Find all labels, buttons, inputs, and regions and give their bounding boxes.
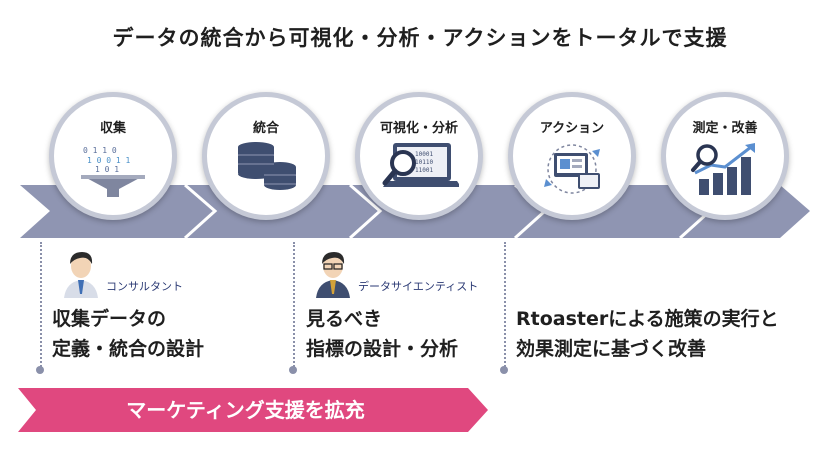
connector-end — [289, 366, 297, 374]
description-line: 定義・統合の設計 — [52, 338, 205, 360]
description-line: 収集データの — [52, 308, 167, 330]
step-label: 可視化・分析 — [379, 121, 458, 136]
description-line: Rtoasterによる施策の実行と — [516, 308, 779, 330]
dotted-connector — [504, 242, 506, 370]
description-line: 指標の設計・分析 — [306, 338, 459, 360]
role-label-data-scientist: データサイエンティスト — [358, 280, 479, 293]
role-label-consultant: コンサルタント — [106, 280, 183, 293]
page-title: データの統合から可視化・分析・アクションをトータルで支援 — [112, 26, 728, 50]
growth-chart-icon — [691, 143, 755, 195]
svg-text:11001: 11001 — [415, 167, 433, 174]
data-scientist-description: 見るべき 指標の設計・分析 — [306, 304, 458, 364]
rtoaster-description: Rtoasterによる施策の実行と 効果測定に基づく改善 — [516, 304, 779, 364]
svg-text:1 0 0 1 1: 1 0 0 1 1 — [87, 156, 131, 165]
step-visualize-analyze: 可視化・分析 10001 10110 11001 — [355, 92, 483, 220]
marketing-banner — [18, 388, 488, 432]
step-integrate: 統合 — [202, 92, 330, 220]
action-screens-icon — [544, 144, 600, 194]
description-line: 見るべき — [306, 308, 383, 330]
step-label: 収集 — [99, 121, 126, 136]
svg-text:10001: 10001 — [415, 151, 433, 158]
consultant-avatar — [64, 252, 98, 298]
consultant-description: 収集データの 定義・統合の設計 — [52, 304, 204, 364]
svg-text:1 0 1: 1 0 1 — [95, 165, 119, 174]
svg-text:0 1 1 0: 0 1 1 0 — [83, 146, 117, 155]
step-measure-improve: 測定・改善 — [661, 92, 789, 220]
data-scientist-avatar — [316, 252, 350, 298]
svg-text:10110: 10110 — [415, 159, 433, 166]
connector-end — [500, 366, 508, 374]
step-collect: 収集 0 1 1 0 1 0 0 1 1 1 0 1 — [49, 92, 177, 220]
magnifier-laptop-icon: 10001 10110 11001 — [382, 143, 459, 187]
dotted-connector — [293, 242, 295, 370]
banner-text: マーケティング支援を拡充 — [126, 398, 365, 422]
step-label: アクション — [539, 121, 605, 136]
step-label: 統合 — [252, 121, 279, 136]
step-label: 測定・改善 — [692, 121, 758, 136]
description-line: 効果測定に基づく改善 — [516, 338, 707, 360]
connector-end — [36, 366, 44, 374]
database-icon — [238, 142, 296, 190]
dotted-connector — [40, 242, 42, 370]
step-action: アクション — [508, 92, 636, 220]
funnel-data-icon: 0 1 1 0 1 0 0 1 1 1 0 1 — [81, 146, 145, 197]
